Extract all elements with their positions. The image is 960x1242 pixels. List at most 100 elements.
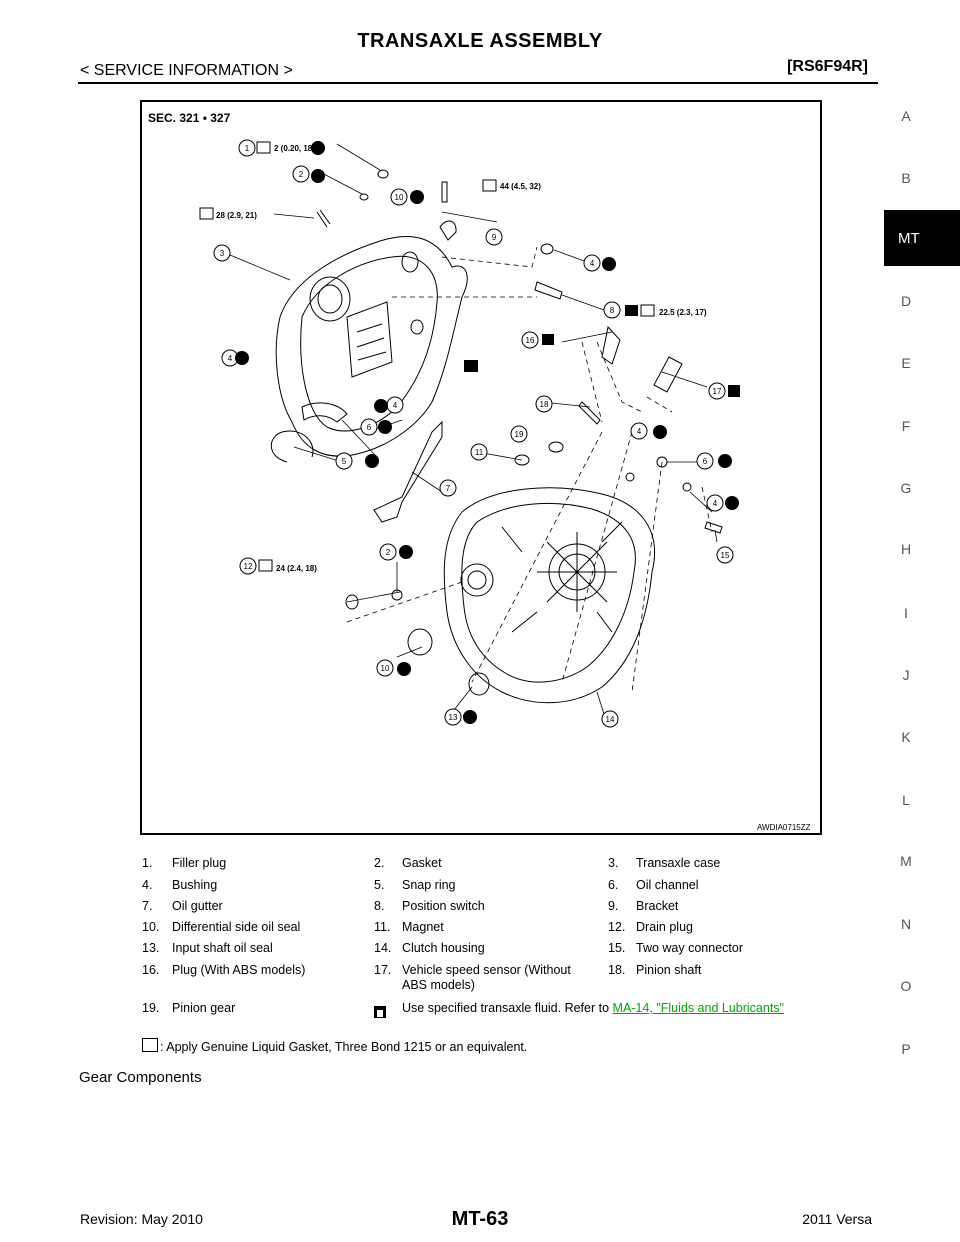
callout: 11 (475, 448, 484, 457)
legend-num: 17. (374, 963, 392, 977)
legend-num: 12. (608, 920, 626, 934)
callout: 8 (610, 306, 615, 315)
callout: 6 (367, 423, 372, 432)
model-code: [RS6F94R] (787, 58, 868, 75)
footer-revision: Revision: May 2010 (80, 1211, 203, 1227)
legend-num: 1. (142, 856, 153, 870)
index-letter[interactable]: D (900, 293, 912, 309)
do-not-reuse-icon (235, 141, 739, 724)
footer-model: 2011 Versa (802, 1211, 872, 1227)
index-letter[interactable]: G (900, 480, 912, 496)
torque-label: 28 (2.9, 21) (216, 211, 257, 220)
callout: 14 (606, 715, 615, 724)
fluid-note-text: Use specified transaxle fluid. Refer to (402, 1001, 610, 1015)
legend-label: Vehicle speed sensor (Without (402, 963, 571, 977)
index-letter[interactable]: H (900, 541, 912, 557)
index-letter[interactable]: I (904, 605, 908, 621)
legend-label: Input shaft oil seal (172, 941, 273, 955)
gasket-note: : Apply Genuine Liquid Gasket, Three Bon… (160, 1040, 528, 1054)
legend-label: Oil gutter (172, 899, 223, 913)
callout: 5 (342, 457, 347, 466)
legend-num: 2. (374, 856, 385, 870)
image-code: AWDIA0715ZZ (757, 823, 811, 832)
legend-num: 6. (608, 878, 619, 892)
callout: 10 (381, 664, 390, 673)
section-reference: SEC. 321 • 327 (148, 111, 231, 125)
gasket-icon (464, 305, 740, 397)
callout: 16 (526, 336, 535, 345)
legend-label: Bushing (172, 878, 218, 892)
legend-label: Gasket (402, 856, 442, 870)
index-letter[interactable]: E (901, 355, 911, 371)
callout: 13 (449, 713, 458, 722)
callout: 2 (299, 170, 304, 179)
legend-label: Transaxle case (636, 856, 721, 870)
fluid-reference-link[interactable]: MA-14, "Fluids and Lubricants" (612, 1001, 784, 1015)
legend-num: 13. (142, 941, 160, 955)
callout: 19 (515, 430, 524, 439)
callout: 4 (228, 354, 233, 363)
legend-num: 9. (608, 899, 619, 913)
callout: 3 (220, 249, 225, 258)
fluid-icon (374, 1006, 386, 1018)
legend-label: Snap ring (402, 878, 456, 892)
torque-label: 22.5 (2.3, 17) (659, 308, 707, 317)
legend-label: Position switch (402, 899, 485, 913)
footer-page-number: MT-63 (451, 1208, 509, 1230)
fluid-note: Use specified transaxle fluid. Refer to … (402, 1001, 784, 1016)
callout: 17 (713, 387, 722, 396)
legend-label: Oil channel (636, 878, 699, 892)
index-letter[interactable]: M (900, 853, 912, 869)
legend-num: 5. (374, 878, 385, 892)
index-letter[interactable]: A (901, 108, 911, 124)
legend-label: Filler plug (172, 856, 227, 870)
index-letter[interactable]: K (901, 729, 911, 745)
gasket-icon (142, 1038, 158, 1052)
legend-num: 16. (142, 963, 160, 977)
legend-num: 10. (142, 920, 160, 934)
callout: 6 (703, 457, 708, 466)
gear-components-heading: Gear Components (79, 1069, 202, 1086)
legend-num: 18. (608, 963, 626, 977)
index-letter[interactable]: O (900, 978, 912, 994)
clutch-housing-outline (443, 487, 656, 704)
exploded-diagram-frame (140, 100, 822, 835)
legend-label-cont: ABS models) (402, 978, 475, 992)
legend-num: 11. (374, 920, 391, 934)
callout: 2 (386, 548, 391, 557)
callout: 4 (393, 401, 398, 410)
callout: 15 (721, 551, 730, 560)
index-letter-active[interactable]: MT (884, 210, 960, 266)
torque-label: 44 (4.5, 32) (500, 182, 541, 191)
legend-label: Two way connector (636, 941, 743, 955)
legend-label: Bracket (636, 899, 679, 913)
index-letter[interactable]: N (900, 916, 912, 932)
legend-num: 4. (142, 878, 153, 892)
torque-label: 24 (2.4, 18) (276, 564, 317, 573)
callout: 4 (590, 259, 595, 268)
callout: 9 (492, 233, 497, 242)
index-letter[interactable]: F (901, 418, 911, 434)
legend-num: 14. (374, 941, 392, 955)
callout: 4 (713, 499, 718, 508)
index-letter[interactable]: J (902, 667, 910, 683)
legend-num: 8. (374, 899, 385, 913)
legend-num: 7. (142, 899, 153, 913)
index-letter[interactable]: L (902, 792, 910, 808)
legend-num: 3. (608, 856, 619, 870)
page-title: TRANSAXLE ASSEMBLY (357, 30, 603, 52)
legend-num: 15. (608, 941, 626, 955)
legend-label: Pinion gear (172, 1001, 236, 1015)
index-letter[interactable]: B (901, 170, 911, 186)
section-label: < SERVICE INFORMATION > (80, 62, 293, 79)
legend-label: Differential side oil seal (172, 920, 301, 934)
index-letter[interactable]: P (901, 1041, 911, 1057)
callout: 10 (395, 193, 404, 202)
callout: 7 (446, 484, 451, 493)
legend-label: Pinion shaft (636, 963, 702, 977)
callout: 1 (245, 144, 250, 153)
torque-label: 2 (0.20, 18) (274, 144, 315, 153)
torque-icon (199, 141, 655, 572)
legend-label: Plug (With ABS models) (172, 963, 306, 977)
legend-label: Magnet (402, 920, 444, 934)
